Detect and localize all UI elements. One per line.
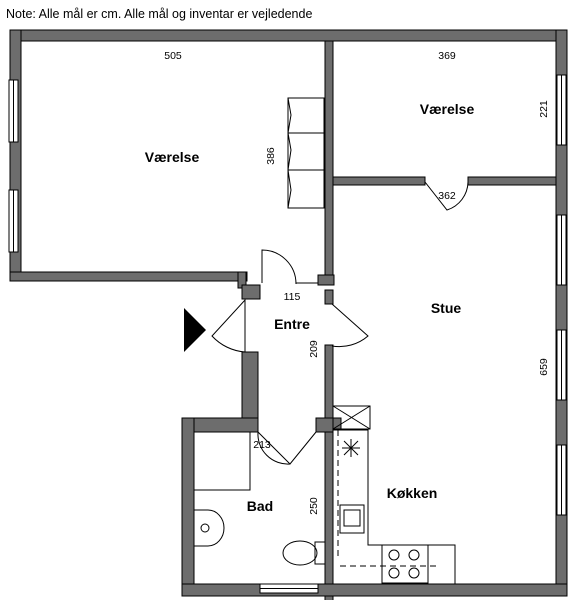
wardrobe (287, 97, 325, 209)
room-label-living: Stue (431, 300, 462, 316)
dim-entrance-width: 115 (284, 291, 301, 303)
dim-bath-width: 213 (253, 439, 271, 451)
doors (211, 181, 469, 465)
walls (9, 29, 568, 600)
kitchen-counter (332, 405, 456, 584)
room-label-bedroom-large: Værelse (145, 149, 200, 165)
dim-bedroom-large-depth: 386 (265, 147, 277, 165)
dimensions: 505 386 369 221 362 659 115 209 213 250 (164, 50, 550, 515)
bath-fixtures (193, 431, 326, 566)
sink-icon (194, 509, 225, 547)
dim-bedroom-small-width: 369 (438, 50, 456, 62)
dim-bedroom-large-width: 505 (164, 50, 182, 62)
dim-living-depth: 659 (538, 358, 550, 376)
dim-bath-depth: 250 (308, 497, 320, 515)
windows (8, 74, 567, 594)
dim-bedroom-small-depth: 221 (538, 100, 550, 118)
vent-icon (332, 405, 371, 430)
room-labels: Værelse Værelse Stue Entre Bad Køkken (145, 101, 475, 514)
stove-icon (381, 544, 429, 584)
toilet-icon (282, 540, 326, 566)
room-label-bath: Bad (247, 498, 273, 514)
entrance-arrow-icon (184, 308, 206, 352)
room-label-kitchen: Køkken (387, 485, 438, 501)
plan-note: Note: Alle mål er cm. Alle mål og invent… (6, 7, 313, 21)
cooktop-vent-mark (342, 439, 360, 457)
dim-entrance-depth: 209 (308, 340, 320, 358)
room-label-bedroom-small: Værelse (420, 101, 475, 117)
room-label-entrance: Entre (274, 316, 310, 332)
sink-icon (339, 504, 365, 534)
dim-living-width: 362 (438, 190, 456, 202)
